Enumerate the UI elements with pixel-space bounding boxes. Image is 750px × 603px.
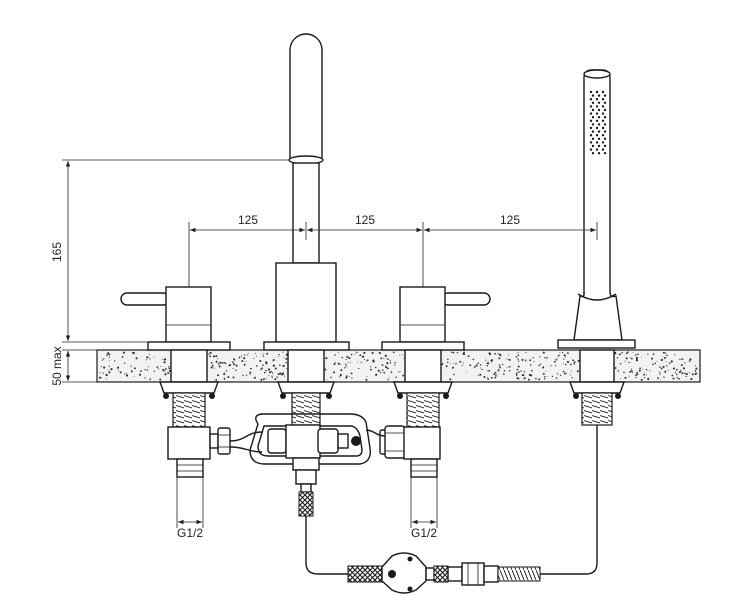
diverter-block <box>249 413 371 517</box>
dimension-thread-left: G1/2 <box>177 526 203 540</box>
dimension-deck-thickness: 50 max <box>50 346 64 385</box>
dimension-spacing-left: 125 <box>238 213 258 227</box>
dimension-height: 165 <box>50 242 64 262</box>
left-connector <box>209 427 263 455</box>
dimension-spacing-right: 125 <box>500 213 520 227</box>
left-valve <box>120 286 231 478</box>
center-spout <box>263 33 350 426</box>
deck-speckle-texture <box>98 351 698 381</box>
dimension-thread-right: G1/2 <box>411 526 437 540</box>
hand-shower <box>557 69 636 426</box>
right-connector <box>365 425 406 459</box>
shower-hose <box>305 425 598 594</box>
dimension-lines <box>62 159 598 528</box>
shower-nozzle-pattern <box>589 90 607 155</box>
right-valve <box>381 286 491 478</box>
dimension-spacing-middle: 125 <box>355 213 375 227</box>
